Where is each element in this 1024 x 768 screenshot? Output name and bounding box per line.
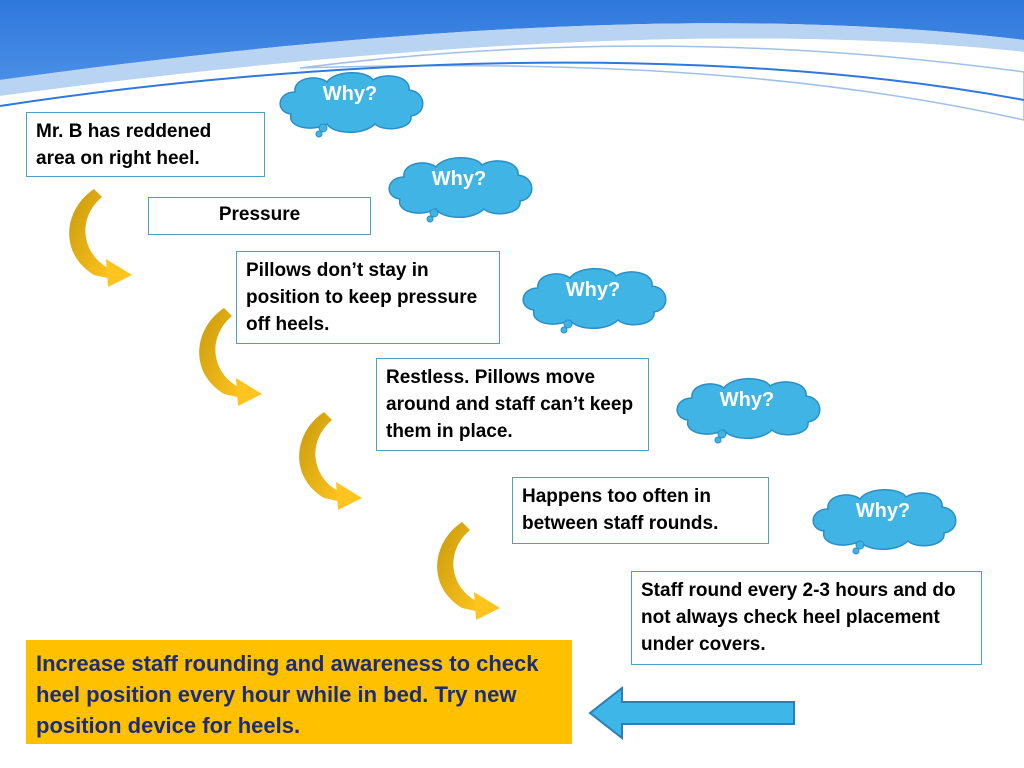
conclusion-box: Increase staff rounding and awareness to… bbox=[26, 640, 572, 744]
why-cloud-3: Why? bbox=[518, 266, 678, 338]
left-arrow-icon bbox=[588, 686, 795, 740]
why-label: Why? bbox=[322, 83, 378, 105]
why-label: Why? bbox=[719, 389, 775, 411]
cloud-shape bbox=[522, 268, 667, 334]
cloud-shape bbox=[388, 157, 533, 223]
why-cloud-2: Why? bbox=[384, 155, 544, 227]
curved-arrow-icon-2 bbox=[199, 308, 262, 406]
why-cloud-1: Why? bbox=[275, 70, 435, 142]
step-box-2: Pressure bbox=[148, 197, 371, 235]
curved-arrow-icon-4 bbox=[437, 522, 500, 620]
cloud-shape bbox=[812, 489, 957, 555]
why-label: Why? bbox=[565, 279, 621, 301]
step-box-3: Pillows don’t stay in position to keep p… bbox=[236, 251, 500, 344]
curved-arrow-icon-3 bbox=[299, 412, 362, 510]
header-banner bbox=[0, 0, 1024, 121]
why-cloud-4: Why? bbox=[672, 376, 832, 448]
step-box-5: Happens too often in between staff round… bbox=[512, 477, 769, 544]
step-box-4: Restless. Pillows move around and staff … bbox=[376, 358, 649, 451]
cloud-shape bbox=[676, 378, 821, 444]
why-label: Why? bbox=[855, 500, 911, 522]
step-box-1: Mr. B has reddened area on right heel. bbox=[26, 112, 265, 177]
why-cloud-5: Why? bbox=[808, 487, 968, 559]
step-box-6: Staff round every 2-3 hours and do not a… bbox=[631, 571, 982, 665]
why-label: Why? bbox=[431, 168, 487, 190]
cloud-shape bbox=[279, 72, 424, 138]
curved-arrow-icon-1 bbox=[69, 189, 132, 287]
